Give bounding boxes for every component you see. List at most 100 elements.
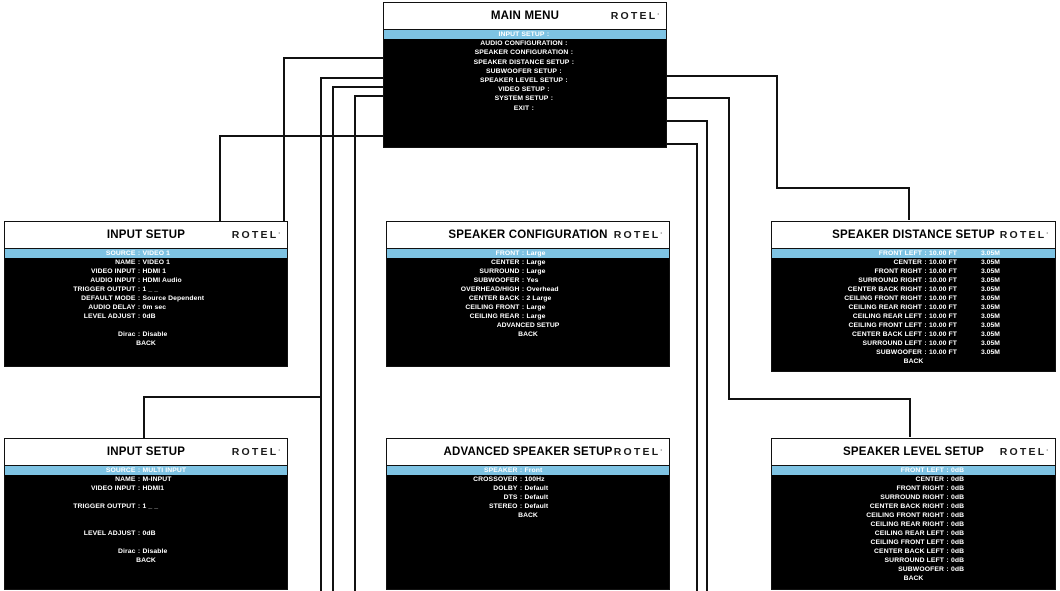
wire-v-right-4: [696, 143, 698, 591]
setting-row[interactable]: VIDEO INPUT:HDMI 1: [5, 267, 287, 276]
setting-row[interactable]: CROSSOVER:100Hz: [387, 475, 669, 484]
setting-row[interactable]: VIDEO INPUT:HDMI1: [5, 484, 287, 493]
setting-row[interactable]: CENTER BACK LEFT:0dB: [772, 547, 1055, 556]
setting-row[interactable]: DEFAULT MODE:Source Dependent: [5, 294, 287, 303]
setting-row[interactable]: DTS:Default: [387, 493, 669, 502]
setting-separator: :: [946, 476, 949, 483]
setting-separator: :: [137, 277, 141, 284]
setting-row[interactable]: CEILING REAR RIGHT:0dB: [772, 520, 1055, 529]
setting-row[interactable]: SURROUND:Large: [387, 267, 669, 276]
setting-row[interactable]: SPEAKER CONFIGURATION:: [384, 48, 666, 57]
main-menu-header: MAIN MENU ROTEL.: [384, 3, 666, 30]
wire-v-left-1: [283, 57, 285, 237]
setting-row[interactable]: AUDIO DELAY:0m sec: [5, 303, 287, 312]
setting-row[interactable]: CEILING FRONT LEFT:0dB: [772, 538, 1055, 547]
setting-row[interactable]: CENTER:Large: [387, 258, 669, 267]
setting-row[interactable]: Dirac:Disable: [5, 547, 287, 556]
setting-row[interactable]: CEILING FRONT RIGHT:0dB: [772, 511, 1055, 520]
setting-row[interactable]: INPUT SETUP:: [384, 30, 666, 40]
menu-item[interactable]: BACK: [772, 357, 1055, 366]
setting-row[interactable]: FRONT LEFT:0dB: [772, 466, 1055, 475]
screen-advanced-speaker-setup[interactable]: ADVANCED SPEAKER SETUP ROTEL. SPEAKER:Fr…: [386, 438, 670, 590]
setting-row[interactable]: SPEAKER LEVEL SETUP:: [384, 76, 666, 85]
setting-label: LEVEL ADJUST: [83, 530, 136, 537]
setting-row[interactable]: SOURCE:VIDEO 1: [5, 249, 287, 258]
setting-row[interactable]: CEILING FRONT:Large: [387, 303, 669, 312]
setting-value: Disable: [142, 331, 168, 338]
setting-row[interactable]: CEILING REAR LEFT:0dB: [772, 529, 1055, 538]
wire-h-right-into-level: [728, 398, 911, 400]
setting-row[interactable]: FRONT RIGHT:0dB: [772, 484, 1055, 493]
setting-row[interactable]: NAME:M-INPUT: [5, 475, 287, 484]
setting-row[interactable]: OVERHEAD/HIGH:Overhead: [387, 285, 669, 294]
wire-h-main-right-1: [666, 75, 778, 77]
screen-speaker-level-setup[interactable]: SPEAKER LEVEL SETUP ROTEL. FRONT LEFT:0d…: [771, 438, 1056, 590]
screen-speaker-distance-setup[interactable]: SPEAKER DISTANCE SETUP ROTEL. FRONT LEFT…: [771, 221, 1056, 372]
setting-row[interactable]: SPEAKER:Front: [387, 466, 669, 475]
setting-row[interactable]: SOURCE:MULTI INPUT: [5, 466, 287, 475]
wire-h-main-right-3: [666, 120, 708, 122]
setting-row[interactable]: TRIGGER OUTPUT:1 _ _: [5, 502, 287, 511]
setting-value: 0dB: [951, 521, 965, 528]
setting-row[interactable]: LEVEL ADJUST:0dB: [5, 312, 287, 321]
setting-row[interactable]: SURROUND LEFT:0dB: [772, 556, 1055, 565]
menu-item[interactable]: BACK: [387, 330, 669, 339]
menu-item-label: BACK: [136, 340, 156, 347]
setting-value: 0dB: [142, 313, 156, 320]
setting-value: VIDEO 1: [142, 250, 171, 257]
setting-row[interactable]: SPEAKER DISTANCE SETUP:: [384, 58, 666, 67]
wire-h-main-left-3: [332, 86, 384, 88]
setting-row[interactable]: SURROUND RIGHT:0dB: [772, 493, 1055, 502]
setting-row[interactable]: SUBWOOFER SETUP:: [384, 67, 666, 76]
screen-speaker-configuration[interactable]: SPEAKER CONFIGURATION ROTEL. FRONT:Large…: [386, 221, 670, 367]
setting-row[interactable]: EXIT:: [384, 104, 666, 113]
setting-value: 0dB: [951, 467, 965, 474]
menu-item[interactable]: BACK: [772, 574, 1055, 583]
menu-item-label: BACK: [518, 512, 538, 519]
setting-row[interactable]: SUBWOOFER:Yes: [387, 276, 669, 285]
menu-item[interactable]: BACK: [5, 339, 287, 348]
menu-item[interactable]: BACK: [387, 511, 669, 520]
setting-row[interactable]: SUBWOOFER:0dB: [772, 565, 1055, 574]
setting-separator: :: [546, 31, 550, 38]
setting-separator: :: [570, 49, 573, 57]
setting-row[interactable]: AUDIO INPUT:HDMI Audio: [5, 276, 287, 285]
setting-row[interactable]: AUDIO CONFIGURATION:: [384, 39, 666, 48]
setting-row[interactable]: CENTER BACK RIGHT:0dB: [772, 502, 1055, 511]
setting-row[interactable]: TRIGGER OUTPUT:1 _ _: [5, 285, 287, 294]
setting-row[interactable]: LEVEL ADJUST:0dB: [5, 529, 287, 538]
setting-row[interactable]: SYSTEM SETUP:: [384, 94, 666, 103]
setting-row[interactable]: VIDEO SETUP:: [384, 85, 666, 94]
setting-value: 0dB: [951, 503, 965, 510]
setting-row[interactable]: Dirac:Disable: [5, 330, 287, 339]
setting-row[interactable]: DOLBY:Default: [387, 484, 669, 493]
setting-row[interactable]: NAME:VIDEO 1: [5, 258, 287, 267]
setting-row[interactable]: FRONT:Large: [387, 249, 669, 258]
setting-row[interactable]: CEILING REAR:Large: [387, 312, 669, 321]
setting-row[interactable]: STEREO:Default: [387, 502, 669, 511]
setting-row[interactable]: CENTER BACK:2 Large: [387, 294, 669, 303]
setting-value: 0dB: [951, 512, 965, 519]
setting-value: HDMI Audio: [142, 277, 182, 284]
menu-item[interactable]: BACK: [5, 556, 287, 565]
menu-item[interactable]: ADVANCED SETUP: [387, 321, 669, 330]
setting-row[interactable]: CENTER:0dB: [772, 475, 1055, 484]
screen-main-menu[interactable]: MAIN MENU ROTEL. INPUT SETUP:AUDIO CONFI…: [383, 2, 667, 148]
setting-label: SYSTEM SETUP: [494, 95, 549, 103]
